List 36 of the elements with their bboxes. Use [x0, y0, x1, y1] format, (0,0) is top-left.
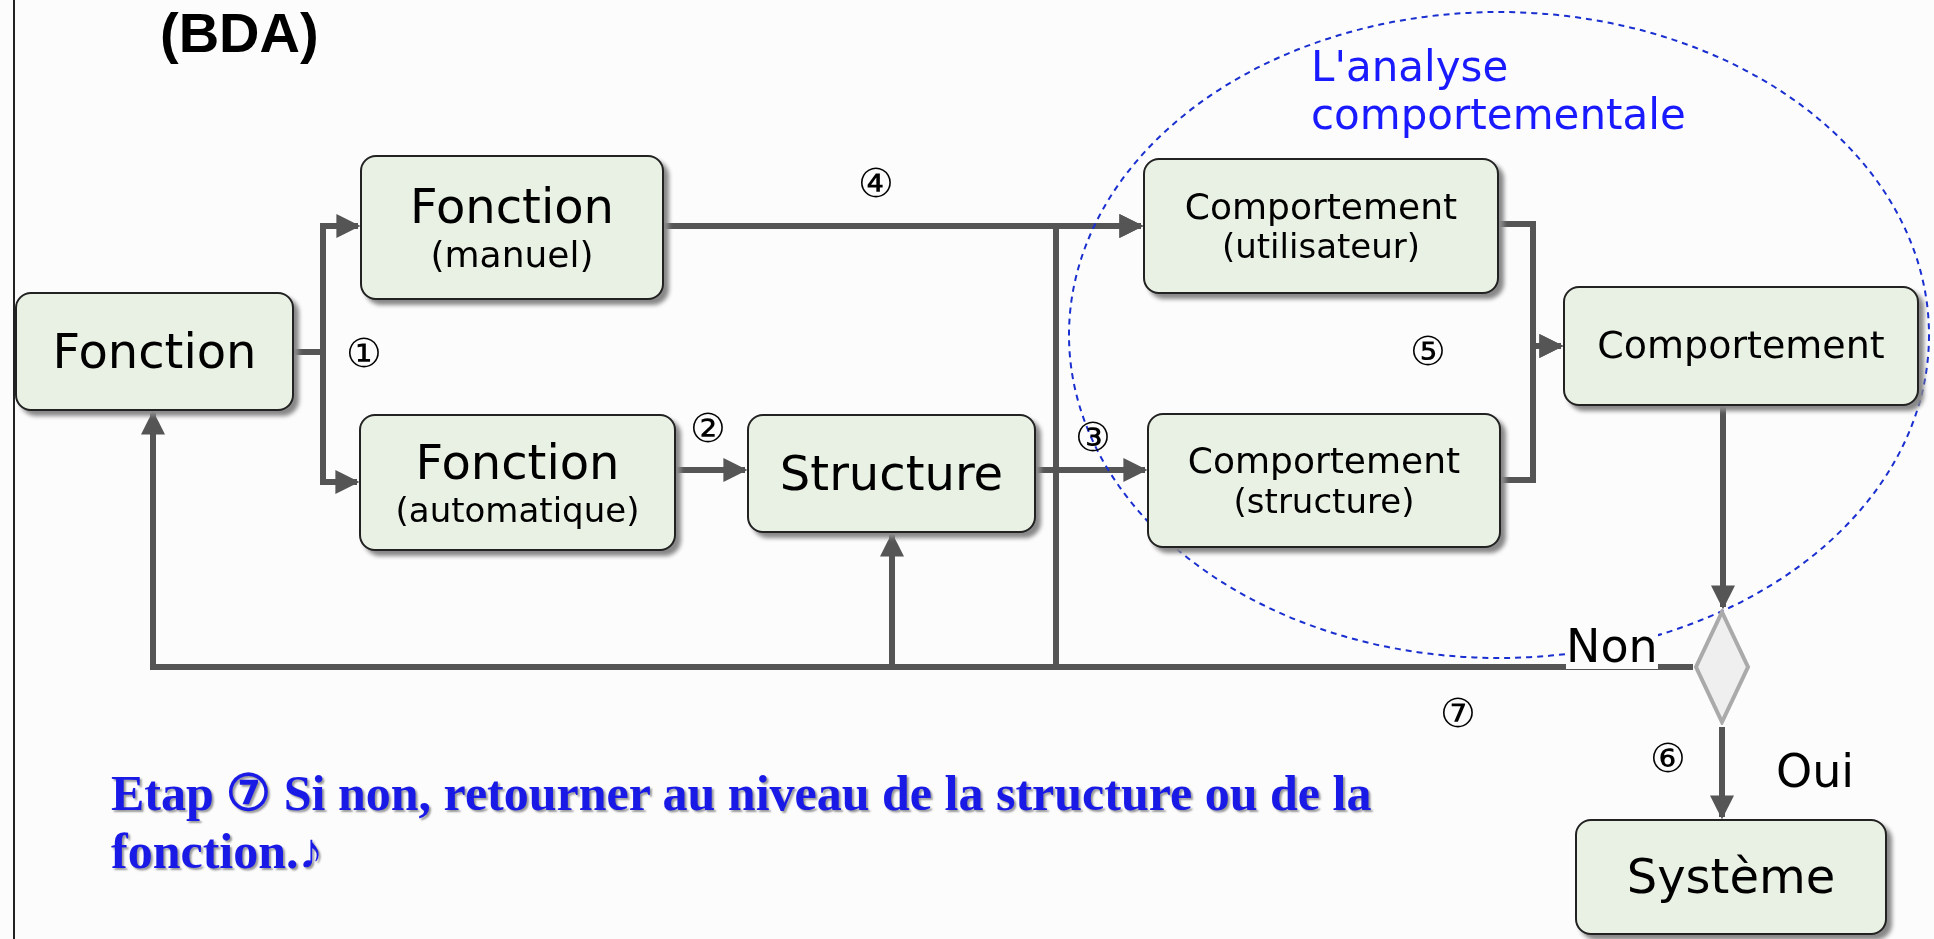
process-box [15, 292, 294, 411]
box-subtitle: (automatique) [395, 490, 640, 530]
callout-number: ② [690, 405, 726, 451]
arrow [1711, 406, 1735, 610]
process-box [1575, 819, 1887, 935]
box-title: Fonction [52, 323, 257, 380]
callout-number: ⑦ [1440, 690, 1476, 736]
decision-diamond [1693, 609, 1751, 725]
box-subtitle: (utilisateur) [1221, 227, 1421, 267]
arrow [1036, 458, 1148, 482]
box-subtitle: (structure) [1233, 481, 1415, 521]
title: (BDA) [160, 0, 319, 65]
box-title: Comportement [1184, 185, 1458, 228]
callout-number: ⑥ [1650, 735, 1686, 781]
process-box [1143, 158, 1499, 294]
arrow [294, 349, 360, 494]
box-title: Comportement [1597, 324, 1885, 368]
process-box [1147, 413, 1501, 548]
process-box [747, 414, 1036, 533]
note-text: Etap ⑦ Si non, retourner au niveau de la structure ou de la fonction.♪ [111, 765, 1373, 880]
callout-number: ④ [858, 160, 894, 206]
arrow [1501, 334, 1564, 483]
group-heading: L'analyse comportementale [1311, 43, 1687, 140]
box-title: Fonction [410, 179, 614, 235]
arrow [1710, 727, 1734, 820]
box-title: Fonction [415, 435, 620, 491]
box-subtitle: (manuel) [430, 234, 594, 276]
box-title: Comportement [1187, 440, 1461, 482]
process-box [359, 414, 676, 551]
arrow [676, 458, 748, 482]
callout-number: ③ [1075, 414, 1111, 460]
box-title: Système [1626, 849, 1836, 905]
process-box [360, 155, 664, 300]
box-title: Structure [779, 445, 1004, 502]
callout-number: ⑤ [1410, 328, 1446, 374]
callout-number: ① [346, 330, 382, 376]
